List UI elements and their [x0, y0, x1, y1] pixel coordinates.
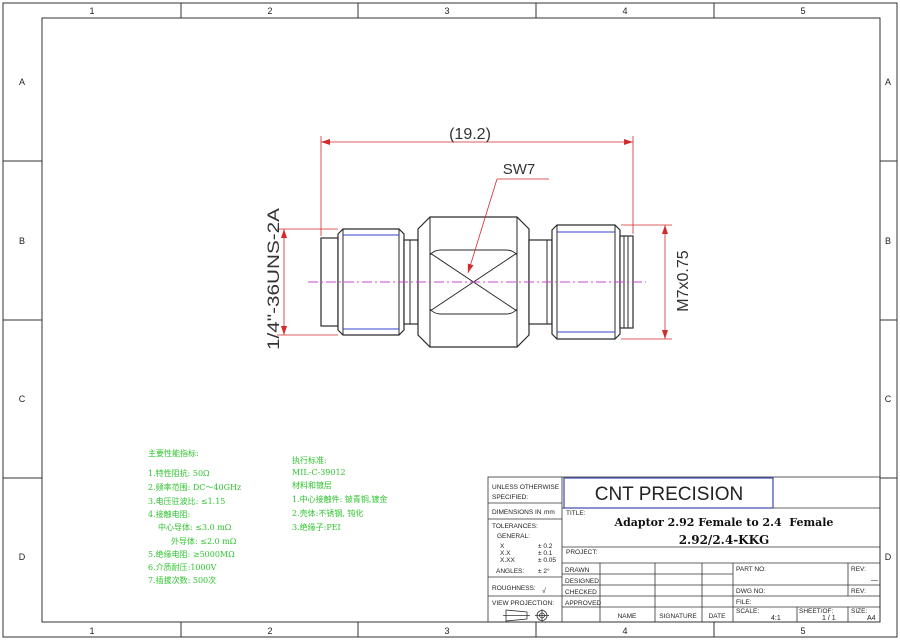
unless-label: UNLESS OTHERWISE — [492, 484, 560, 491]
zone-row-label: B — [885, 236, 891, 246]
role-label: CHECKED — [565, 589, 597, 596]
dimension-left-thread: 1/4"-36UNS-2A — [264, 207, 338, 350]
dimension-hex-size: SW7 — [467, 161, 549, 274]
performance-item: 2.频率范围: DC～40GHz — [148, 482, 241, 492]
dimension-right-thread: M7x0.75 — [621, 224, 692, 340]
company-box — [563, 477, 774, 509]
dimensions-unit: mm — [544, 509, 555, 516]
drawing-title: Adaptor 2.92 Female to 2.4 Female — [614, 516, 834, 529]
rev-value: — — [871, 577, 878, 584]
general-label: GENERAL: — [497, 533, 530, 540]
zone-labels-left: A B C D — [19, 77, 26, 562]
left-thread-spec: 1/4"-36UNS-2A — [264, 207, 283, 350]
performance-item: 中心导体: ≤3.0 mΩ — [158, 522, 232, 532]
zone-column-label: 5 — [800, 626, 805, 636]
dimension-overall-length: (19.2) — [320, 126, 634, 236]
title-label: TITLE: — [566, 510, 586, 517]
tolerance-format: X.X — [500, 550, 511, 557]
performance-item: 1.特性阻抗: 50Ω — [148, 468, 210, 478]
part-no-label: PART NO: — [736, 566, 766, 573]
rev-label: REV: — [851, 588, 866, 595]
zone-row-label: D — [885, 552, 892, 562]
tolerance-format: X — [500, 543, 505, 550]
tolerance-value: ± 0.1 — [538, 550, 553, 557]
zone-labels-top: 1 2 3 4 5 — [89, 6, 805, 16]
tolerance-format: X.XX — [500, 557, 515, 564]
zone-row-label: C — [885, 394, 892, 404]
material-item: 1.中心接触件: 铍青铜,镀金 — [292, 494, 387, 504]
performance-item: 5.绝缘电阻: ≥5000MΩ — [148, 549, 235, 559]
zone-row-label: D — [19, 552, 26, 562]
zone-column-label: 2 — [267, 6, 272, 16]
zone-row-label: C — [19, 394, 26, 404]
company-name: CNT PRECISION — [595, 484, 744, 505]
zone-column-label: 5 — [800, 6, 805, 16]
material-item: 3.绝缘子:PEI — [292, 522, 341, 532]
performance-notes: 主要性能指标: 1.特性阻抗: 50Ω 2.频率范围: DC～40GHz 3.电… — [148, 448, 241, 585]
materials-heading: 材料和镀层 — [292, 480, 332, 490]
rev-label: REV: — [851, 566, 866, 573]
adaptor-side-view — [308, 216, 646, 348]
column-label: NAME — [618, 613, 637, 620]
performance-item: 4.接触电阻: — [148, 509, 190, 519]
size-value: A4 — [867, 615, 876, 622]
tolerances-label: TOLERANCES: — [492, 523, 538, 530]
column-label: DATE — [709, 613, 727, 620]
zone-column-label: 4 — [622, 626, 627, 636]
zone-row-label: B — [19, 236, 25, 246]
zone-column-label: 3 — [444, 6, 449, 16]
title-block: CNT PRECISION UNLESS OTHERWISE SPECIFIED… — [487, 476, 881, 623]
file-label: FILE: — [736, 599, 752, 606]
zone-labels-bottom: 1 2 3 4 5 — [89, 626, 805, 636]
tolerance-value: ± 0.05 — [538, 557, 556, 564]
zone-labels-right: A B C D — [885, 77, 892, 562]
angles-label: ANGLES: — [496, 568, 524, 575]
angles-value: ± 2° — [538, 567, 550, 575]
roughness-label: ROUGHNESS: — [492, 585, 536, 592]
zone-column-label: 1 — [89, 626, 94, 636]
standards-notes: 执行标准: MIL-C-39012 材料和镀层 1.中心接触件: 铍青铜,镀金 … — [292, 455, 387, 532]
size-label: SIZE: — [851, 608, 867, 615]
zone-column-label: 2 — [267, 626, 272, 636]
specified-label: SPECIFIED: — [492, 494, 528, 501]
role-label: DRAWN — [565, 567, 590, 574]
tolerance-value: ± 0.2 — [538, 543, 553, 550]
column-label: SIGNATURE — [659, 613, 697, 620]
roughness-symbol-icon: √ — [542, 587, 546, 595]
role-label: APPROVED — [565, 600, 601, 607]
role-label: DESIGNED — [565, 578, 599, 585]
zone-row-label: A — [885, 77, 891, 87]
performance-item: 7.插拔次数: 500次 — [148, 575, 216, 585]
hex-size-value: SW7 — [503, 161, 536, 178]
zone-column-label: 1 — [89, 6, 94, 16]
drawing-part-code: 2.92/2.4-KKG — [679, 533, 770, 547]
sheet-value: 1 / 1 — [822, 615, 836, 622]
standard-value: MIL-C-39012 — [292, 468, 346, 477]
dwg-no-label: DWG NO: — [736, 588, 765, 595]
dimensions-label: DIMENSIONS IN — [492, 509, 542, 516]
projection-symbol-icon — [503, 609, 549, 622]
zone-ticks — [3, 3, 897, 637]
zone-column-label: 4 — [622, 6, 627, 16]
performance-item: 6.介质耐压:1000V — [148, 562, 217, 572]
performance-item: 3.电压驻波比: ≤1.15 — [148, 496, 225, 506]
scale-label: SCALE: — [736, 608, 759, 615]
scale-value: 4:1 — [771, 615, 781, 622]
overall-length-value: (19.2) — [449, 126, 491, 143]
sheet-label: SHEET/OF: — [799, 608, 834, 615]
zone-column-label: 3 — [444, 626, 449, 636]
standards-heading: 执行标准: — [292, 455, 327, 465]
view-projection-label: VIEW PROJECTION: — [492, 600, 554, 607]
zone-row-label: A — [19, 77, 25, 87]
material-item: 2.壳体:不锈钢, 钝化 — [292, 508, 363, 518]
right-thread-spec: M7x0.75 — [675, 250, 692, 311]
performance-item: 外导体: ≤2.0 mΩ — [171, 536, 237, 546]
project-label: PROJECT: — [566, 549, 598, 556]
performance-heading: 主要性能指标: — [148, 448, 199, 458]
